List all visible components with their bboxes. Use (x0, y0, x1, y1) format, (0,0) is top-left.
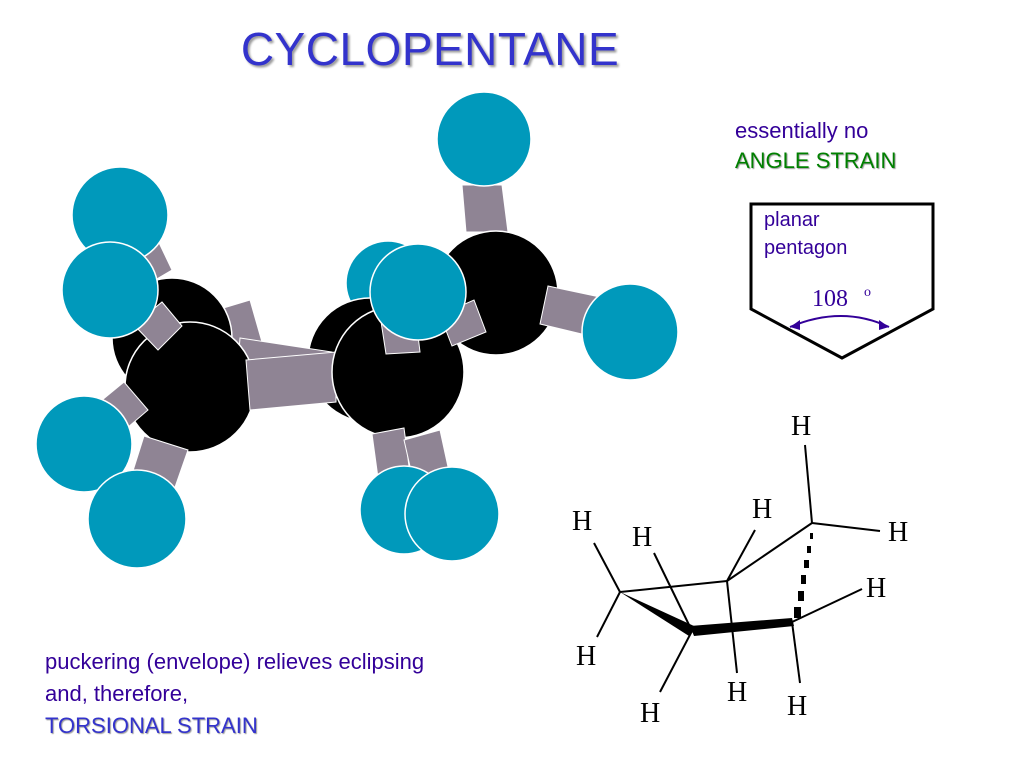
hydrogen-atom (581, 283, 679, 381)
h-bond (593, 542, 621, 593)
pentagon-outline (749, 202, 935, 360)
ball-and-stick-model: .bond { fill: #8f8494; stroke: #ffffff; … (35, 91, 679, 569)
ring-bond (726, 522, 813, 582)
torsion-note-line2: and, therefore, TORSIONAL STRAIN (45, 678, 424, 742)
angle-arc (789, 315, 890, 328)
bond (245, 351, 337, 411)
hydrogen-atom (35, 395, 133, 493)
pentagon-label-line1: planar (764, 209, 820, 231)
hydrogen-atom (87, 469, 187, 569)
hydrogen-label: H (752, 494, 772, 525)
pentagon-label: planar pentagon (764, 206, 847, 262)
hydrogen-label: H (640, 698, 660, 729)
h-bond (659, 630, 693, 693)
hydrogen-label: H (791, 411, 811, 442)
h-bond (726, 529, 756, 582)
pentagon-label-line2: pentagon (764, 237, 848, 259)
angle-value: 108 (812, 286, 848, 312)
torsion-strain-note: puckering (envelope) relieves eclipsing … (45, 646, 424, 742)
h-bond (791, 621, 801, 684)
angle-degree: o (864, 285, 871, 300)
h-bond (804, 444, 813, 524)
h-bond (596, 591, 621, 638)
hashed-wedge-bond (794, 533, 813, 618)
h-bond (653, 552, 693, 632)
torsion-note-line1: puckering (envelope) relieves eclipsing (45, 649, 425, 674)
hydrogen-label: H (888, 517, 908, 548)
wedge-bond (620, 592, 694, 636)
h-bond (811, 522, 881, 532)
torsion-note-prefix: and, therefore, (45, 681, 189, 706)
hydrogen-label: H (576, 641, 596, 672)
hydrogen-atom (404, 466, 500, 562)
arc-arrow-right-icon (879, 320, 889, 330)
hydrogen-atom (436, 91, 532, 187)
ring-bond (619, 580, 728, 593)
hydrogen-label: H (632, 522, 652, 553)
arc-arrow-left-icon (790, 320, 800, 330)
hydrogen-label: H (787, 691, 807, 722)
h-bond (791, 588, 863, 623)
hydrogen-label: H (866, 573, 886, 604)
page-title: CYCLOPENTANE (240, 23, 620, 75)
hydrogen-label: H (727, 677, 747, 708)
torsion-note-highlight: TORSIONAL STRAIN (45, 713, 258, 738)
angle-note-line2: ANGLE STRAIN (735, 148, 897, 173)
hydrogen-atom (61, 241, 159, 339)
hydrogen-atom (369, 243, 467, 341)
front-bold-bond (690, 618, 794, 636)
angle-strain-note: essentially no ANGLE STRAIN (735, 116, 896, 176)
angle-note-line1: essentially no (735, 118, 869, 143)
hydrogen-label: H (572, 506, 592, 537)
